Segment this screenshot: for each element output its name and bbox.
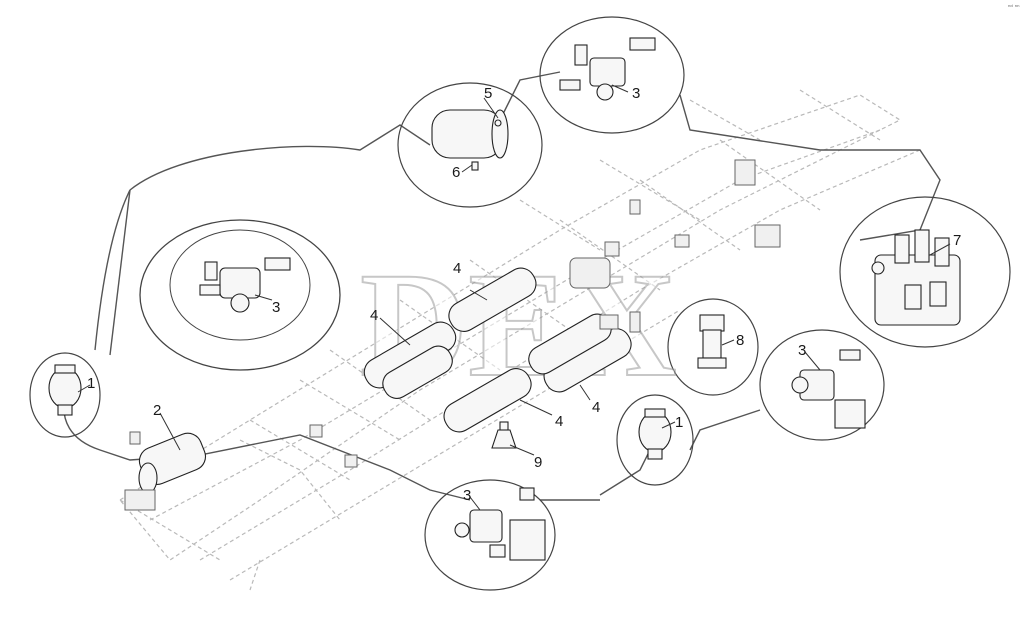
detail-bubble-air-tank	[397, 82, 543, 208]
reservoir-group-upper-icon	[363, 267, 537, 399]
callout-4-b: 4	[370, 307, 378, 324]
fittings	[124, 159, 781, 511]
callout-1-right: 1	[675, 414, 683, 431]
detail-bubble-pressure-switch	[667, 298, 759, 396]
multi-circuit-valve-icon	[871, 229, 961, 326]
relay-valve-left-icon	[199, 257, 291, 313]
detail-bubble-left-valve-inner	[169, 229, 311, 341]
callout-3-right: 3	[798, 342, 806, 359]
callout-3-bottom: 3	[463, 487, 471, 504]
detail-bubble-left-chamber	[29, 352, 101, 438]
callout-6: 6	[452, 164, 460, 181]
callout-labels: 1 1 2 3 3 3 3 4 4 4 4 5 6 7 8 9	[87, 85, 961, 504]
detail-bubbles	[29, 16, 1011, 591]
callout-5: 5	[484, 85, 492, 102]
callout-2: 2	[153, 402, 161, 419]
callout-1-left: 1	[87, 375, 95, 392]
callout-9: 9	[534, 454, 542, 471]
relay-valve-right-icon	[791, 349, 866, 429]
components	[48, 37, 961, 561]
leader-lines	[77, 84, 951, 511]
detail-bubble-right-valve	[759, 329, 885, 441]
brake-chamber-right-icon	[638, 408, 672, 460]
callout-3-mid-left: 3	[272, 299, 280, 316]
drain-valve-icon	[491, 421, 517, 449]
callout-4-d: 4	[555, 413, 563, 430]
relay-valve-top-icon	[559, 37, 656, 101]
detail-bubble-left-valve	[139, 219, 341, 371]
callout-4-c: 4	[592, 399, 600, 416]
relay-valve-bottom-icon	[454, 487, 546, 561]
detail-bubble-right-chamber	[616, 394, 694, 486]
callout-7: 7	[953, 232, 961, 249]
callout-3-top: 3	[632, 85, 640, 102]
detail-bubble-distribution-block	[839, 196, 1011, 348]
callout-8: 8	[736, 332, 744, 349]
spring-brake-cylinder-icon	[138, 432, 207, 494]
callout-4-a: 4	[453, 260, 461, 277]
corner-mark: ⁿᵈ ⁿⁿ	[1008, 4, 1020, 11]
detail-bubble-bottom-valve	[424, 479, 556, 591]
detail-bubble-top-valve	[539, 16, 685, 134]
pressure-switch-icon	[697, 314, 727, 369]
air-tank-icon	[431, 109, 509, 171]
reservoir-group-lower-icon	[443, 313, 632, 433]
brake-chamber-left-icon	[48, 364, 82, 416]
